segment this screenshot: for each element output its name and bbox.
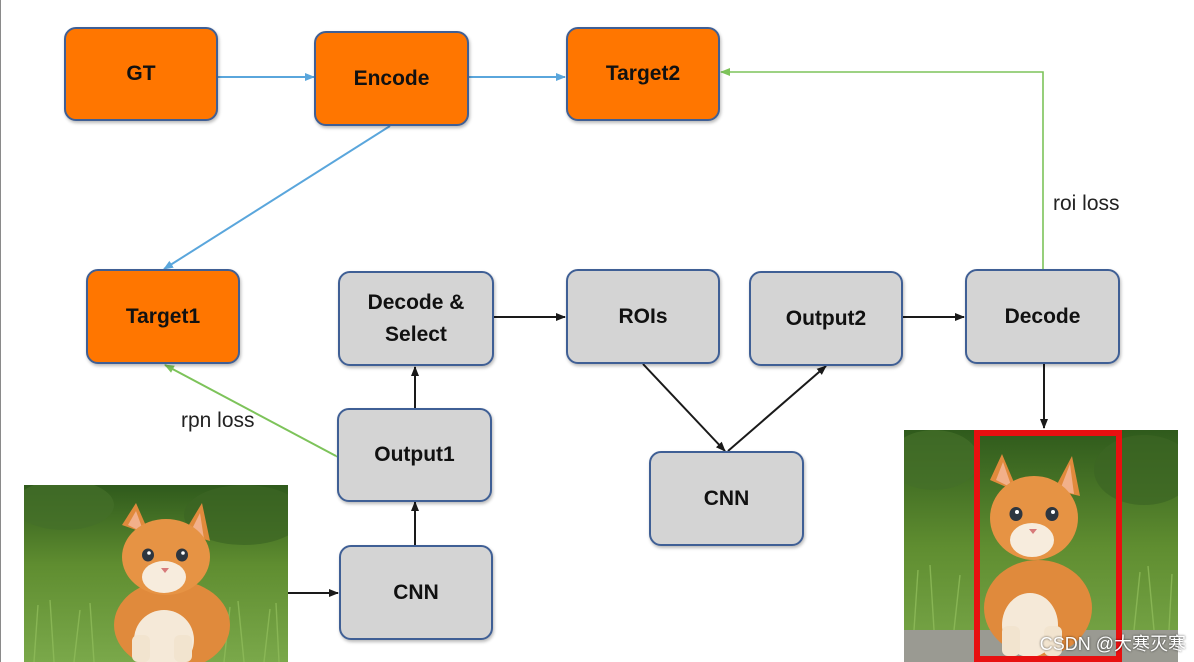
arrow-cnn-to-output2 <box>727 365 827 452</box>
detection-box <box>974 430 1122 662</box>
cnn-left-node: CNN <box>339 545 493 640</box>
rois-node: ROIs <box>566 269 720 364</box>
decode-node: Decode <box>965 269 1120 364</box>
cnn-mid-node: CNN <box>649 451 804 546</box>
gt-node: GT <box>64 27 218 121</box>
rpn-loss-label: rpn loss <box>181 409 255 432</box>
decode-select-node: Decode & Select <box>338 271 494 366</box>
output2-node: Output2 <box>749 271 903 366</box>
target1-node: Target1 <box>86 269 240 364</box>
output-kitten-photo <box>904 430 1178 662</box>
arrow-decode-to-target2-roi-loss <box>720 68 1044 269</box>
target2-node: Target2 <box>566 27 720 121</box>
arrow-encode-to-target1 <box>163 125 391 270</box>
output1-node: Output1 <box>337 408 492 502</box>
arrow-rois-to-cnn <box>642 363 726 452</box>
encode-node: Encode <box>314 31 469 126</box>
input-kitten-photo <box>24 485 288 662</box>
roi-loss-label: roi loss <box>1053 192 1120 215</box>
left-border <box>0 0 1 662</box>
arrow-rpn-loss-to-target1 <box>164 364 346 464</box>
watermark: CSDN @大寒灭寒 <box>1039 634 1186 654</box>
